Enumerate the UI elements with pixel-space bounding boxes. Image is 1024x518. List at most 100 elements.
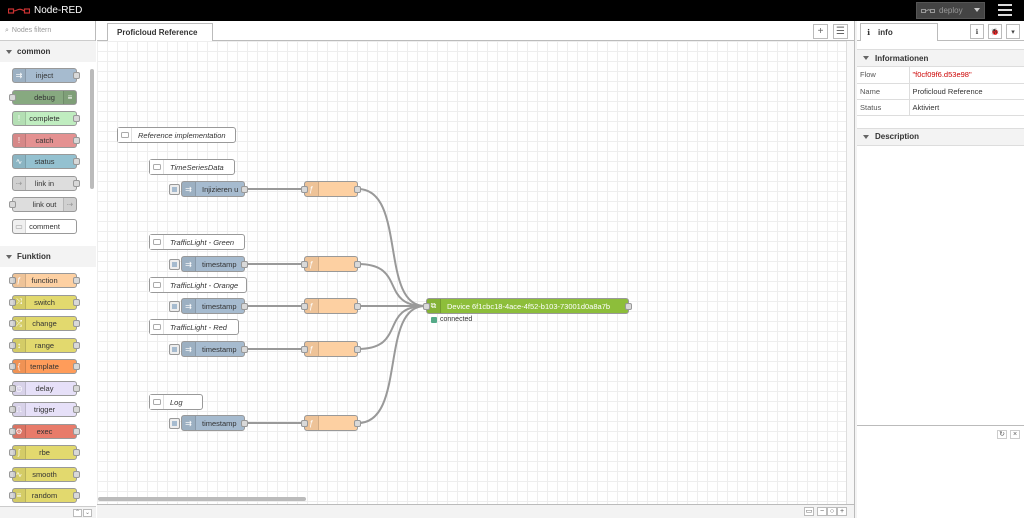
inject-trigger-button[interactable] [169,418,180,429]
section-information[interactable]: Informationen [857,49,1024,67]
inject-trigger-button[interactable] [169,184,180,195]
palette-node-exec[interactable]: ⚙exec [9,423,80,439]
palette-node-rbe[interactable]: ∫rbe [9,445,80,460]
palette-node-smooth[interactable]: ∿smooth [9,466,80,482]
function-node[interactable]: ƒ [301,298,361,314]
function-node[interactable]: ƒ [301,341,361,357]
output-port[interactable] [625,303,632,310]
palette-node-switch[interactable]: ⤨switch [9,294,80,310]
debug-tab-icon[interactable]: 🐞 [988,24,1002,39]
palette-node-change[interactable]: ⤮change [9,316,80,331]
comment-icon [150,320,164,334]
palette-category-common[interactable]: common [0,41,96,62]
comment-node[interactable]: TrafficLight - Red [149,319,239,335]
section-description[interactable]: Description [857,127,1024,146]
palette-node-trigger[interactable]: ⎍trigger [9,402,80,417]
palette-node-status[interactable]: ∿status [12,154,80,169]
inject-node[interactable]: ⇉ Injizieren u [169,181,248,197]
function-icon: ƒ [305,182,319,196]
inject-trigger-button[interactable] [169,259,180,270]
palette-node-label: delay [35,383,54,393]
collapse-all-icon[interactable]: ⌃ [73,509,82,517]
workspace-footer: ▭ − ○ + [97,504,854,518]
deploy-button[interactable]: deploy [916,2,985,19]
palette-node-delay[interactable]: ◷delay [9,380,80,396]
palette-node-random[interactable]: ≡random [9,488,80,503]
palette-node-debug[interactable]: ≡debug [9,89,77,105]
palette-scrollbar[interactable] [90,69,94,189]
function-node[interactable]: ƒ [301,256,361,272]
app-title: Node-RED [34,5,83,16]
comment-node[interactable]: TrafficLight - Orange [149,277,247,293]
inject-node[interactable]: ⇉ timestamp [169,341,248,357]
tab-info[interactable]: ℹ info [860,23,938,41]
output-port[interactable] [241,186,248,193]
info-tab-icon[interactable]: ℹ [970,24,984,39]
input-port[interactable] [301,303,308,310]
palette-search[interactable]: ⌕ Nodes filtern [0,21,95,41]
canvas-vertical-scrollbar[interactable] [846,41,854,504]
add-flow-button[interactable]: + [813,24,828,39]
flow-canvas[interactable]: Reference implementation TimeSeriesData … [97,41,846,504]
inject-trigger-button[interactable] [169,301,180,312]
comment-node[interactable]: TrafficLight - Green [149,234,245,250]
inject-trigger-button[interactable] [169,344,180,355]
input-port[interactable] [301,186,308,193]
output-port [73,136,80,144]
palette-node-label: function [31,276,58,285]
tab-proficloud-reference[interactable]: Proficloud Reference [107,23,213,41]
palette-node-template[interactable]: {template [9,359,80,374]
sidebar-resize-handle[interactable] [854,21,857,518]
zoom-out-icon[interactable]: − [817,507,827,516]
close-icon[interactable]: × [1010,430,1020,439]
input-port[interactable] [301,420,308,427]
zoom-reset-icon[interactable]: ○ [827,507,837,516]
palette-node-label: status [34,157,55,166]
list-flows-button[interactable]: ☰ [833,24,848,39]
output-port[interactable] [241,303,248,310]
canvas-horizontal-scrollbar[interactable] [98,497,306,501]
comment-node[interactable]: Log [149,394,203,410]
palette-node-complete[interactable]: !complete [12,111,80,126]
palette-category-funktion[interactable]: Funktion [0,246,96,267]
output-port[interactable] [241,346,248,353]
prop-value[interactable]: "f0cf09f6.d53e98" [909,67,1024,84]
output-port[interactable] [354,261,361,268]
palette-node-range[interactable]: ↕range [9,337,80,353]
output-port[interactable] [354,303,361,310]
palette-node-link-out[interactable]: ⇢link out [9,197,77,212]
expand-all-icon[interactable]: ⌄ [83,509,92,517]
inject-node[interactable]: ⇉ timestamp [169,298,248,314]
navigator-icon[interactable]: ▭ [804,507,814,516]
output-port[interactable] [241,420,248,427]
output-port[interactable] [354,186,361,193]
comment-node[interactable]: Reference implementation [117,127,236,143]
input-port[interactable] [301,346,308,353]
output-port[interactable] [354,420,361,427]
output-port [73,449,80,456]
output-port[interactable] [354,346,361,353]
chevron-down-icon [6,49,12,54]
input-port[interactable] [423,303,430,310]
output-port[interactable] [241,261,248,268]
function-node[interactable]: ƒ [301,181,361,197]
palette-node-comment[interactable]: ▭comment [12,218,77,234]
palette-node-catch[interactable]: !catch [12,132,80,148]
chevron-down-icon[interactable]: ▾ [1006,24,1020,39]
device-node[interactable]: ⧉ Device 6f1cbc18-4ace-4f52-b103-73001d0… [423,298,632,314]
palette-node-inject[interactable]: ⇉inject [12,68,80,83]
inject-node[interactable]: ⇉ timestamp [169,256,248,272]
inject-node[interactable]: ⇉ timestamp [169,415,248,431]
output-port [73,179,80,187]
inject-label: timestamp [202,418,237,428]
function-node[interactable]: ƒ [301,415,361,431]
refresh-icon[interactable]: ↻ [997,430,1007,439]
input-port[interactable] [301,261,308,268]
palette-node-link-in[interactable]: ⇢link in [12,175,80,191]
chevron-down-icon[interactable] [974,8,980,12]
zoom-in-icon[interactable]: + [837,507,847,516]
arrow-icon: ⇉ [182,182,196,196]
comment-node[interactable]: TimeSeriesData [149,159,235,175]
main-menu-button[interactable] [998,4,1012,17]
